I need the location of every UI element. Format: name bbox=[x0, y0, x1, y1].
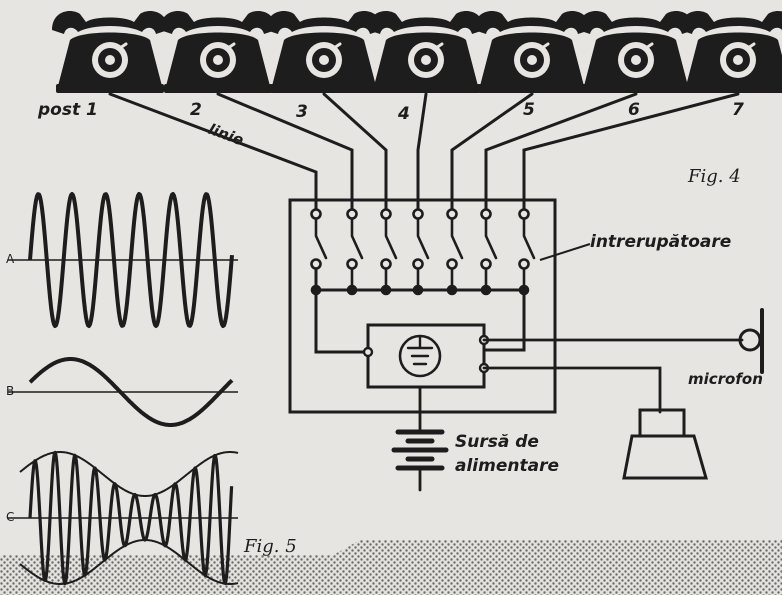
power-supply-label-2: alimentare bbox=[455, 456, 559, 476]
switch-arm bbox=[384, 218, 398, 260]
telephone-icon bbox=[366, 9, 486, 95]
switch-terminal bbox=[518, 208, 530, 220]
microphone-label: microfon bbox=[688, 370, 763, 388]
switch-contact bbox=[446, 258, 458, 270]
halftone-wedge bbox=[262, 540, 782, 595]
switch-terminal bbox=[346, 208, 358, 220]
telephone-line bbox=[416, 92, 428, 214]
phone-label-4: 4 bbox=[398, 104, 410, 124]
telephone-icon bbox=[678, 9, 782, 95]
switch-terminal bbox=[446, 208, 458, 220]
wave-c-envelope-bottom bbox=[19, 539, 239, 585]
switch-terminal bbox=[412, 208, 424, 220]
phone-label-2: 2 bbox=[190, 100, 202, 120]
power-supply-label-1: Sursă de bbox=[455, 432, 539, 452]
telephone-line bbox=[322, 92, 388, 214]
telephone-icon bbox=[50, 9, 170, 95]
bus-to-amp bbox=[314, 268, 370, 354]
phone-label-3: 3 bbox=[296, 102, 308, 122]
switch-arm bbox=[350, 218, 364, 260]
switch-contact bbox=[412, 258, 424, 270]
switch-panel-frame bbox=[288, 198, 557, 414]
phone-label-6: 6 bbox=[628, 100, 640, 120]
phone-label-7: 7 bbox=[732, 100, 744, 120]
telephone-icon bbox=[472, 9, 592, 95]
switch-arm bbox=[314, 218, 328, 260]
switch-contact bbox=[310, 258, 322, 270]
switches-label: intrerupătoare bbox=[590, 232, 732, 252]
telephone-row bbox=[50, 9, 782, 95]
telephone-line bbox=[216, 92, 354, 214]
switch-arm bbox=[416, 218, 430, 260]
fig-4-switchboard bbox=[50, 9, 782, 492]
telephone-icon bbox=[158, 9, 278, 95]
bus-to-amp-right bbox=[482, 288, 526, 352]
phone-label-1: post 1 bbox=[38, 100, 98, 120]
switches-pointer bbox=[539, 243, 591, 261]
speaker-wire bbox=[482, 366, 662, 414]
switch-terminal bbox=[310, 208, 322, 220]
switch-bank bbox=[310, 208, 536, 296]
telephone-icon bbox=[264, 9, 384, 95]
wave-c-modulated bbox=[28, 450, 234, 586]
switch-contact bbox=[346, 258, 358, 270]
telephone-line bbox=[450, 92, 534, 214]
telephone-icon bbox=[576, 9, 696, 95]
wave-b-label: B bbox=[6, 384, 15, 398]
switch-contact bbox=[518, 258, 530, 270]
switch-arm bbox=[484, 218, 498, 260]
wave-c-label: C bbox=[6, 510, 15, 524]
telephone-line bbox=[522, 92, 740, 214]
wave-a-label: A bbox=[6, 252, 15, 266]
loudspeaker-icon bbox=[638, 408, 686, 438]
wave-a-carrier bbox=[28, 192, 234, 328]
phone-label-5: 5 bbox=[523, 100, 535, 120]
fig-5-waveforms bbox=[8, 192, 239, 586]
switch-arm bbox=[522, 218, 536, 260]
switch-terminal bbox=[480, 208, 492, 220]
switch-terminal bbox=[380, 208, 392, 220]
switch-contact bbox=[480, 258, 492, 270]
telephone-line bbox=[484, 92, 638, 214]
battery-icon bbox=[391, 429, 449, 471]
wave-b-signal bbox=[28, 357, 234, 427]
switch-arm bbox=[450, 218, 464, 260]
fig-4-label: Fig. 4 bbox=[688, 166, 741, 187]
switch-contact bbox=[380, 258, 392, 270]
fig-5-label: Fig. 5 bbox=[244, 536, 297, 557]
